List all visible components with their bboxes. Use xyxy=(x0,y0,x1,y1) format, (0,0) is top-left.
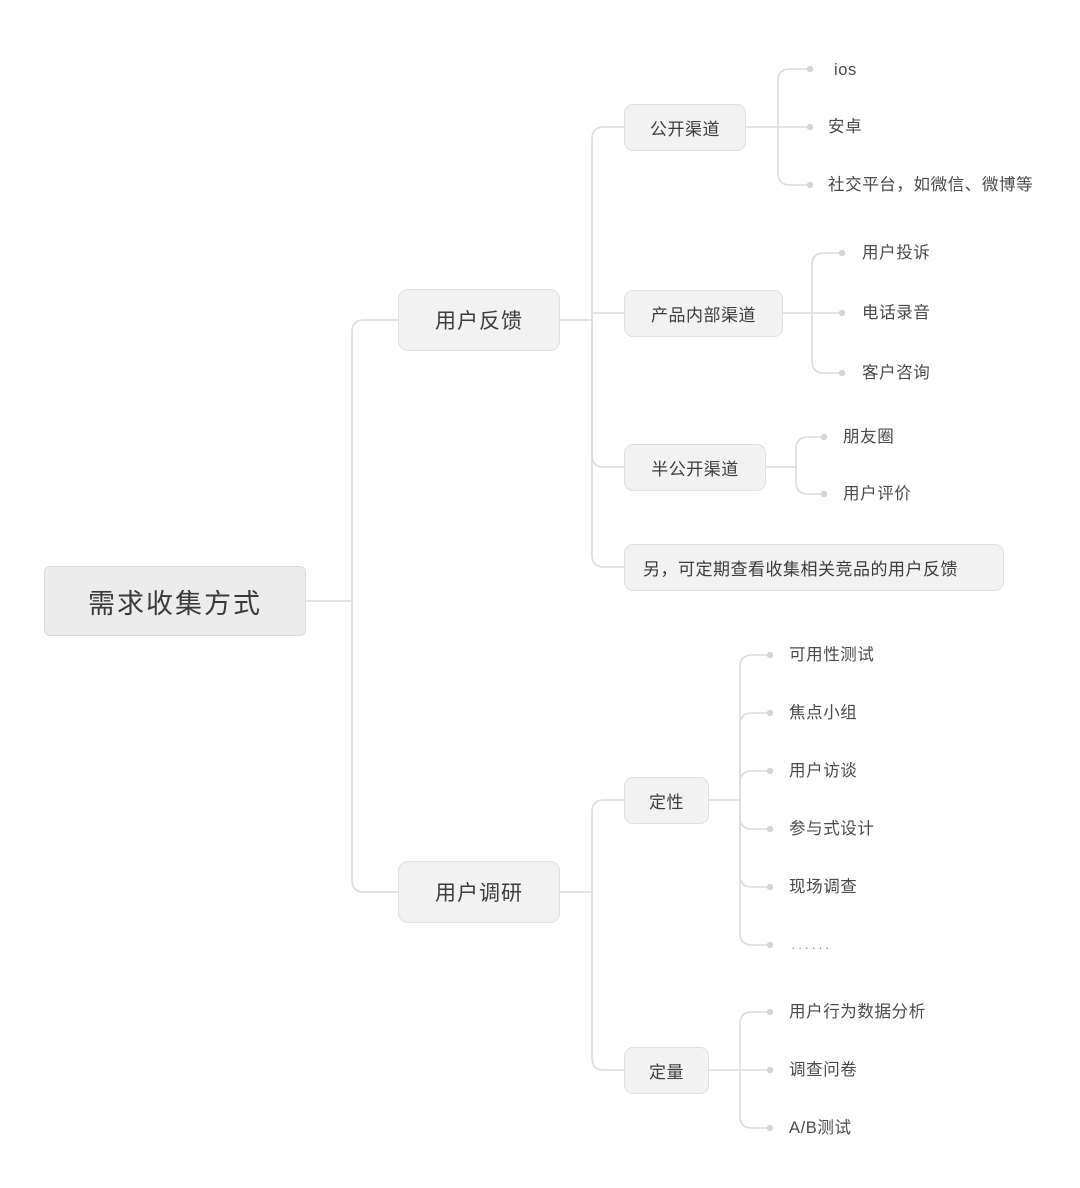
leaf-dot xyxy=(766,709,774,717)
leaf-customer-consultation-label: 客户咨询 xyxy=(862,364,931,382)
link-quant-behavior xyxy=(739,1011,769,1071)
node-root-label: 需求收集方式 xyxy=(88,588,262,619)
leaf-dot xyxy=(838,369,846,377)
node-quantitative-label: 定量 xyxy=(649,1063,684,1082)
leaf-behavior-data-analysis-label: 用户行为数据分析 xyxy=(789,1003,926,1021)
leaf-dot xyxy=(820,490,828,498)
leaf-user-review[interactable]: 用户评价 xyxy=(843,486,911,503)
leaf-dot xyxy=(820,433,828,441)
leaf-android[interactable]: 安卓 xyxy=(828,119,862,136)
link-qual-usability xyxy=(739,654,769,801)
link-public-ios xyxy=(777,68,809,128)
leaf-focus-group-label: 焦点小组 xyxy=(789,704,858,722)
leaf-dot xyxy=(806,65,814,73)
leaf-user-interview-label: 用户访谈 xyxy=(789,762,858,780)
link-qual-participatory xyxy=(739,799,769,830)
leaf-android-label: 安卓 xyxy=(828,118,863,136)
node-public-channel[interactable]: 公开渠道 xyxy=(624,104,746,151)
leaf-field-study[interactable]: 现场调查 xyxy=(789,879,857,896)
link-qual-more xyxy=(739,799,769,946)
node-user-feedback[interactable]: 用户反馈 xyxy=(398,289,560,351)
leaf-dot xyxy=(766,1066,774,1074)
node-semipublic-channel[interactable]: 半公开渠道 xyxy=(624,444,766,491)
node-qualitative-label: 定性 xyxy=(649,793,684,812)
link-qual-interview xyxy=(739,770,769,801)
link-internal-consult xyxy=(811,312,841,374)
link-public-social xyxy=(777,126,809,186)
link-feedback-to-public xyxy=(591,126,625,321)
leaf-ab-test-label: A/B测试 xyxy=(789,1119,852,1137)
leaf-dot xyxy=(766,1008,774,1016)
leaf-participatory-design[interactable]: 参与式设计 xyxy=(789,821,875,838)
link-semipublic-review xyxy=(795,466,823,495)
link-qual-field xyxy=(739,799,769,888)
link-semipublic-moments xyxy=(795,436,823,468)
node-internal-channel-label: 产品内部渠道 xyxy=(651,306,756,325)
node-qualitative[interactable]: 定性 xyxy=(624,777,709,824)
node-internal-channel[interactable]: 产品内部渠道 xyxy=(624,290,783,337)
leaf-field-study-label: 现场调查 xyxy=(789,878,858,896)
leaf-questionnaire-label: 调查问卷 xyxy=(789,1061,858,1079)
node-competitor-note[interactable]: 另，可定期查看收集相关竞品的用户反馈 xyxy=(624,544,1004,591)
leaf-dot xyxy=(806,181,814,189)
link-feedback-to-semipublic xyxy=(591,319,625,468)
leaf-usability-test[interactable]: 可用性测试 xyxy=(789,647,875,664)
leaf-call-recording-label: 电话录音 xyxy=(862,304,931,322)
leaf-social-platform[interactable]: 社交平台，如微信、微博等 xyxy=(828,177,1033,194)
link-root-to-user-feedback xyxy=(351,319,399,602)
leaf-dot xyxy=(766,941,774,949)
link-root-to-user-research xyxy=(351,600,399,893)
leaf-dot xyxy=(806,123,814,131)
node-user-research-label: 用户调研 xyxy=(435,882,523,905)
link-feedback-to-note xyxy=(591,319,625,568)
leaf-dot xyxy=(838,309,846,317)
leaf-social-platform-label: 社交平台，如微信、微博等 xyxy=(828,176,1034,194)
leaf-focus-group[interactable]: 焦点小组 xyxy=(789,705,857,722)
leaf-questionnaire[interactable]: 调查问卷 xyxy=(789,1062,857,1079)
leaf-ellipsis-label: ······ xyxy=(791,940,832,955)
node-user-feedback-label: 用户反馈 xyxy=(435,310,523,333)
leaf-user-complaint[interactable]: 用户投诉 xyxy=(862,245,930,262)
node-root[interactable]: 需求收集方式 xyxy=(44,566,306,636)
leaf-user-interview[interactable]: 用户访谈 xyxy=(789,763,857,780)
node-quantitative[interactable]: 定量 xyxy=(624,1047,709,1094)
leaf-ab-test[interactable]: A/B测试 xyxy=(789,1120,852,1137)
leaf-user-complaint-label: 用户投诉 xyxy=(862,244,931,262)
node-competitor-note-label: 另，可定期查看收集相关竞品的用户反馈 xyxy=(643,560,958,579)
leaf-dot xyxy=(766,651,774,659)
leaf-customer-consultation[interactable]: 客户咨询 xyxy=(862,365,930,382)
leaf-participatory-design-label: 参与式设计 xyxy=(789,820,875,838)
leaf-dot xyxy=(766,1124,774,1132)
leaf-moments-label: 朋友圈 xyxy=(843,428,895,446)
leaf-usability-test-label: 可用性测试 xyxy=(789,646,875,664)
link-research-to-quantitative xyxy=(591,891,625,1071)
node-user-research[interactable]: 用户调研 xyxy=(398,861,560,923)
leaf-dot xyxy=(766,825,774,833)
leaf-dot xyxy=(766,767,774,775)
leaf-dot xyxy=(838,249,846,257)
link-qual-focus xyxy=(739,712,769,801)
node-public-channel-label: 公开渠道 xyxy=(650,120,720,139)
leaf-moments[interactable]: 朋友圈 xyxy=(843,429,894,446)
leaf-ios[interactable]: ios xyxy=(834,62,857,79)
link-research-to-qualitative xyxy=(591,799,625,893)
leaf-ios-label: ios xyxy=(834,61,857,79)
leaf-behavior-data-analysis[interactable]: 用户行为数据分析 xyxy=(789,1004,926,1021)
leaf-ellipsis[interactable]: ······ xyxy=(791,941,832,954)
link-feedback-to-internal xyxy=(591,312,625,321)
leaf-call-recording[interactable]: 电话录音 xyxy=(862,305,930,322)
node-semipublic-channel-label: 半公开渠道 xyxy=(651,460,739,479)
link-quant-abtest xyxy=(739,1069,769,1129)
leaf-dot xyxy=(766,883,774,891)
link-internal-complaint xyxy=(811,252,841,314)
leaf-user-review-label: 用户评价 xyxy=(843,485,912,503)
